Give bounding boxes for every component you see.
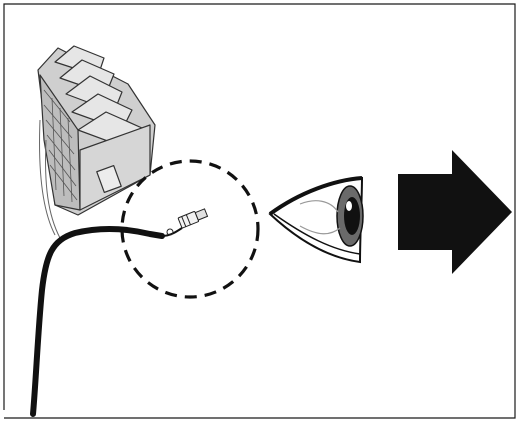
cable-icon bbox=[30, 208, 209, 417]
dashed-circle-callout-icon bbox=[120, 159, 260, 299]
right-arrow-icon bbox=[398, 150, 512, 274]
eye-icon bbox=[268, 176, 364, 264]
diagram-frame bbox=[3, 3, 516, 419]
printhead-carriage-icon bbox=[37, 45, 156, 239]
